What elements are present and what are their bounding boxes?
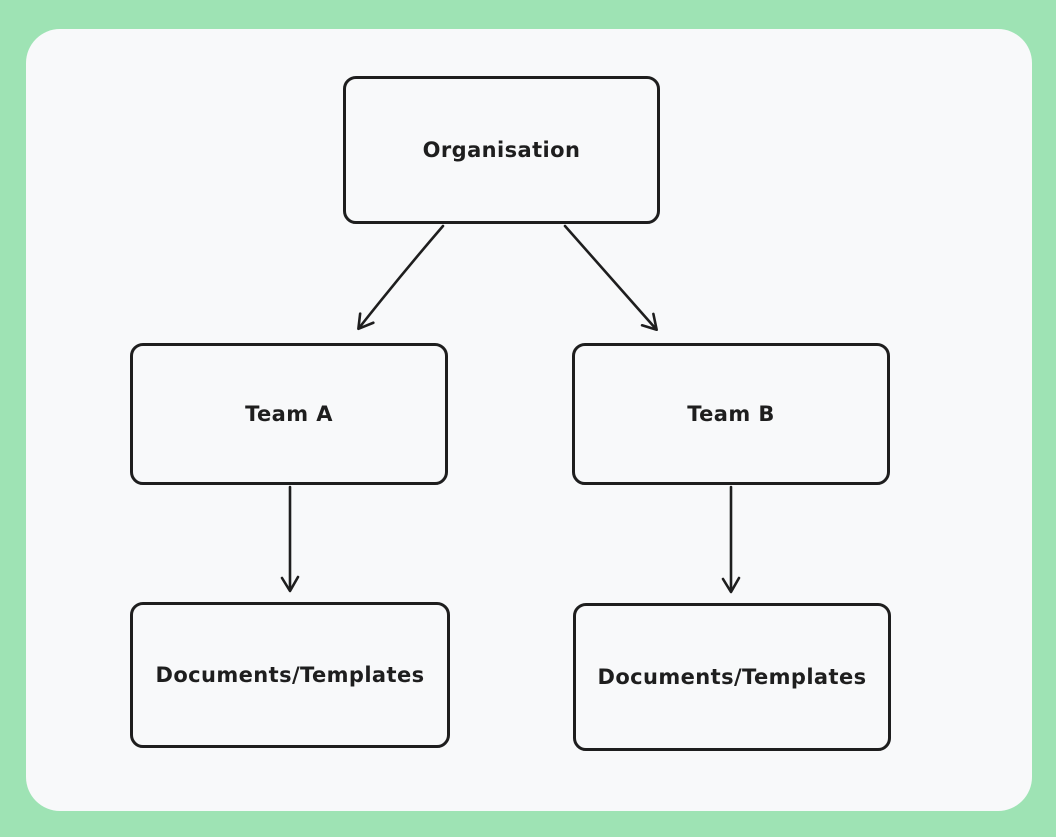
node-documents-templates-b-label: Documents/Templates xyxy=(597,665,867,689)
node-documents-templates-a: Documents/Templates xyxy=(130,602,450,748)
node-team-b-label: Team B xyxy=(687,402,775,426)
node-organisation: Organisation xyxy=(343,76,660,224)
node-documents-templates-b: Documents/Templates xyxy=(573,603,891,751)
canvas-panel xyxy=(26,29,1032,811)
node-team-a-label: Team A xyxy=(245,402,333,426)
node-team-b: Team B xyxy=(572,343,890,485)
node-organisation-label: Organisation xyxy=(422,138,581,162)
node-team-a: Team A xyxy=(130,343,448,485)
node-documents-templates-a-label: Documents/Templates xyxy=(155,663,425,687)
